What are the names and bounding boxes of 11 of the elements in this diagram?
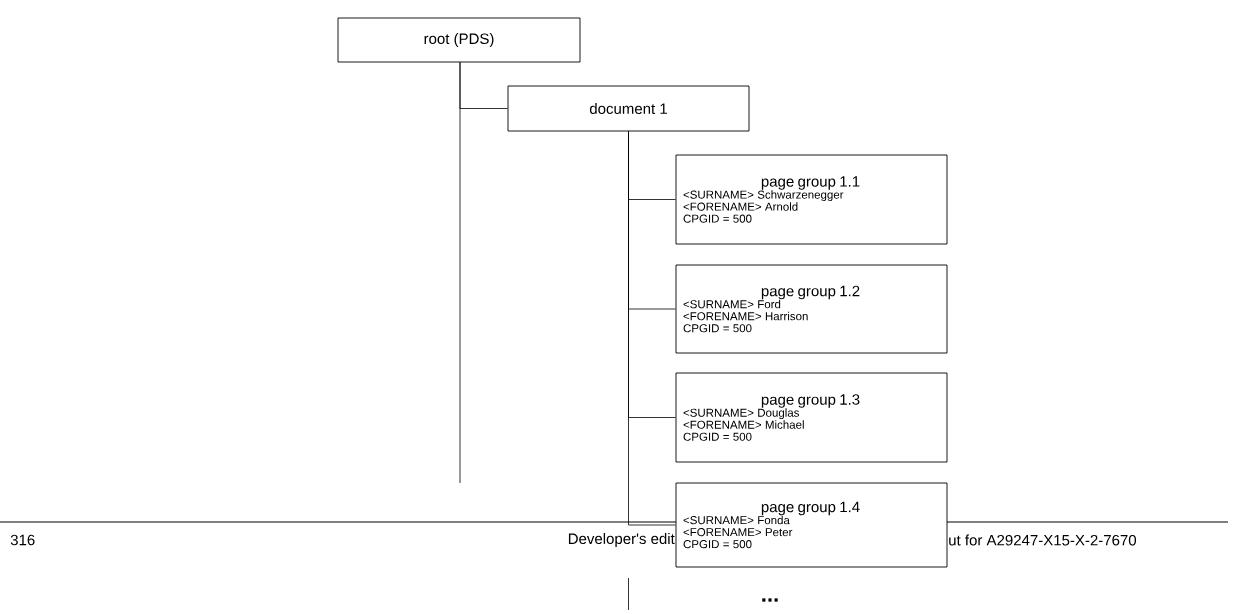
tree-box: root (PDS) [337,17,581,63]
page-group-box: page group 1.3 <SURNAME> Douglas <FORENAME> Michael CPGID = 500 [675,372,948,463]
page-group-box: page group 1.4 <SURNAME> Fonda <FORENAME> Peter CPGID = 500 [675,482,948,568]
connector-line [628,131,676,526]
page-group-box: page group 1.2 <SURNAME> Ford <FORENAME> Harrison CPGID = 500 [675,264,948,354]
tree-box: document 1 [507,85,750,132]
page-number: 316 [10,534,35,546]
footer-text: Developer's edit [568,533,675,547]
page-group-box: page group 1.1 <SURNAME> Schwarzenegger <FORENAME> Arnold CPGID = 500 [675,154,948,245]
ellipsis: ... [762,598,778,602]
connector-line [459,62,508,109]
